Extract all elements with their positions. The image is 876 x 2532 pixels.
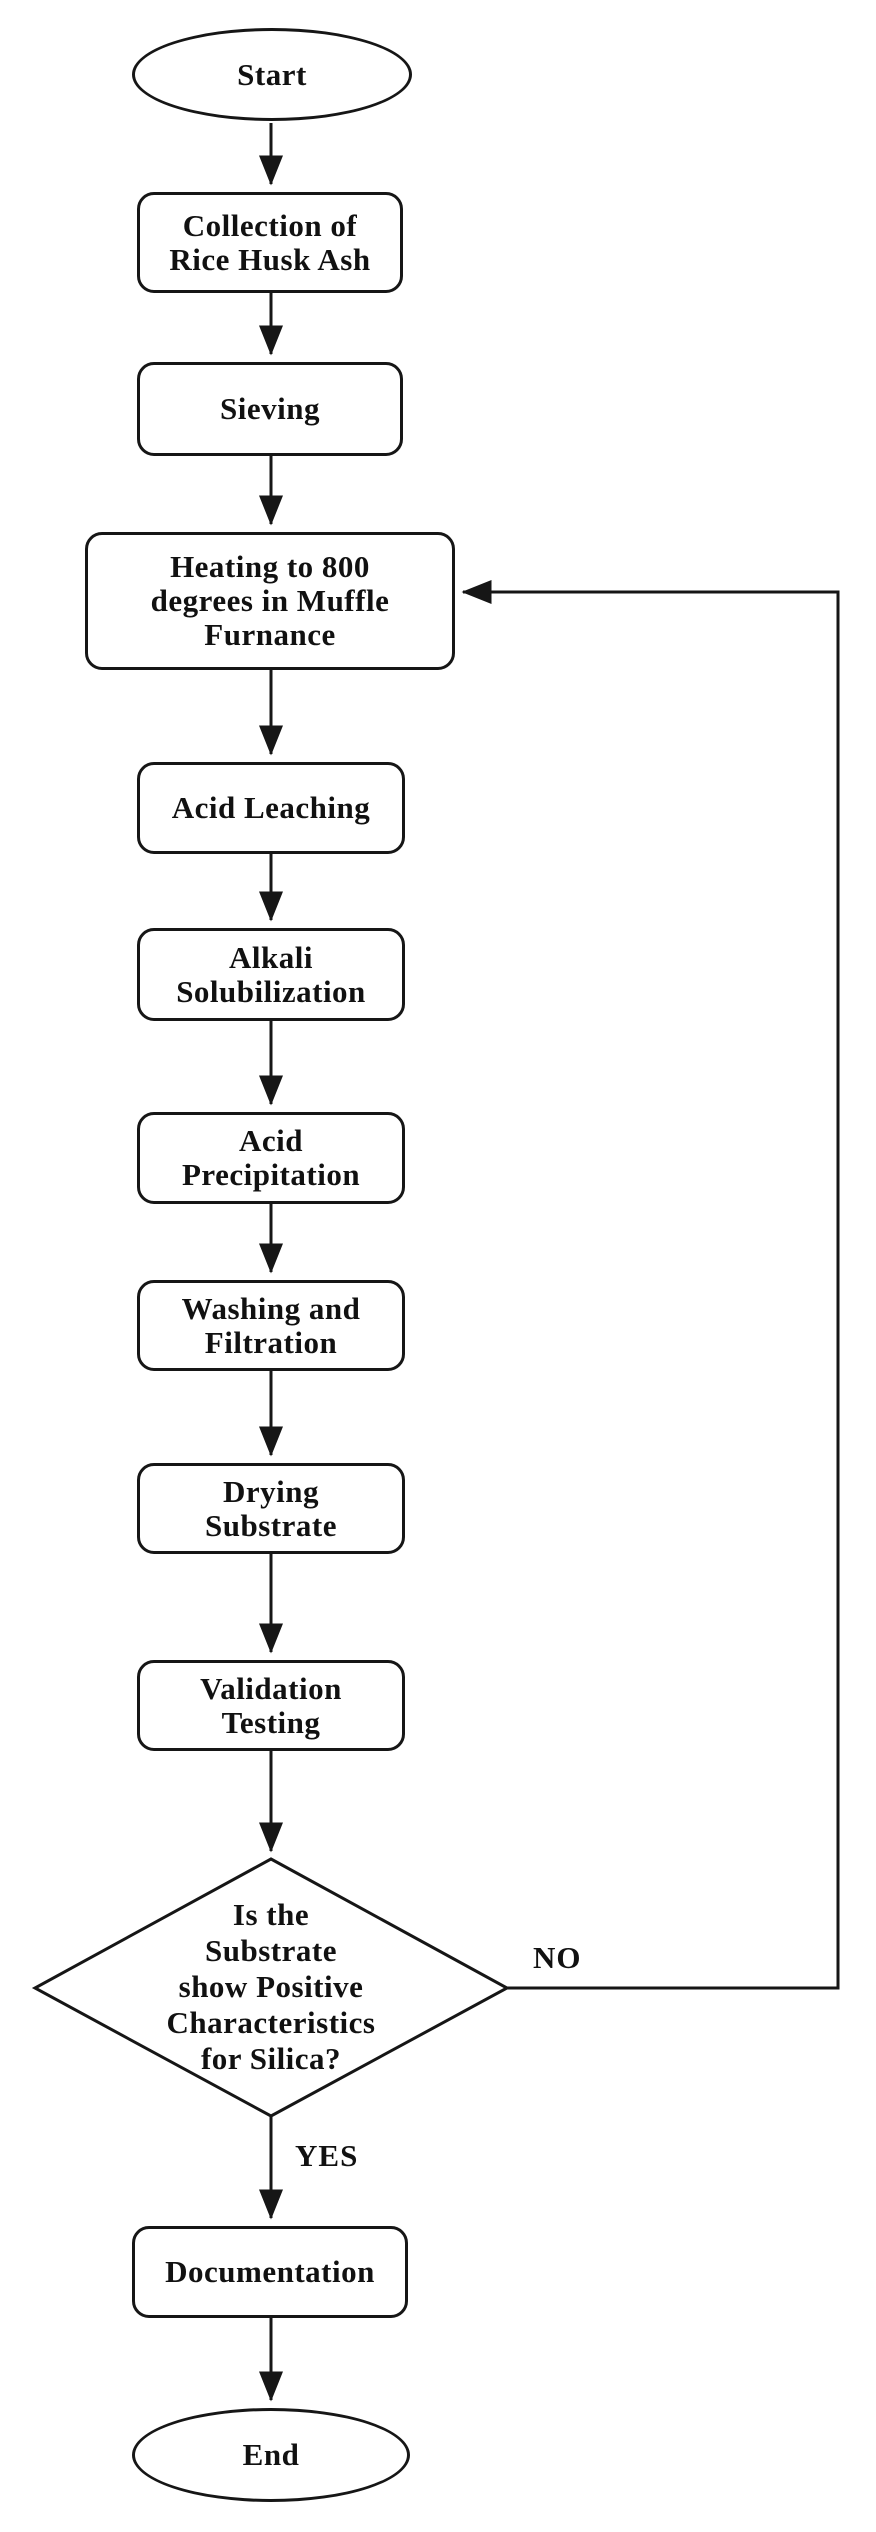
decision-label: Is the Substrate show Positive Character… (166, 1897, 376, 2076)
process-documentation: Documentation (132, 2226, 408, 2318)
end-node: End (132, 2408, 410, 2502)
process-validation-testing: Validation Testing (137, 1660, 405, 1751)
process-drying-substrate-label: Drying Substrate (205, 1473, 337, 1543)
process-heating-label: Heating to 800 degrees in Muffle Furnanc… (150, 549, 390, 652)
decision-diamond (31, 1857, 511, 2118)
edge-label-no: NO (533, 1940, 582, 1975)
process-heating: Heating to 800 degrees in Muffle Furnanc… (85, 532, 455, 670)
process-validation-testing-label: Validation Testing (200, 1670, 342, 1740)
process-acid-precipitation-label: Acid Precipitation (181, 1123, 361, 1192)
start-label: Start (237, 56, 307, 92)
start-node: Start (132, 28, 412, 121)
process-acid-precipitation: Acid Precipitation (137, 1112, 405, 1204)
arrow-no-loop-to-heating (461, 580, 840, 1990)
end-label: End (242, 2437, 300, 2472)
process-collection: Collection of Rice Husk Ash (137, 192, 403, 293)
process-washing-filtration: Washing and Filtration (137, 1280, 405, 1371)
decision-text: Is the Substrate show Positive Character… (146, 1884, 396, 2090)
process-sieving: Sieving (137, 362, 403, 456)
process-acid-leaching-label: Acid Leaching (171, 790, 371, 825)
edge-label-yes: YES (295, 2138, 359, 2173)
process-alkali-solubilization: Alkali Solubilization (137, 928, 405, 1021)
process-washing-filtration-label: Washing and Filtration (181, 1290, 361, 1360)
process-sieving-label: Sieving (220, 391, 320, 426)
process-acid-leaching: Acid Leaching (137, 762, 405, 854)
process-alkali-solubilization-label: Alkali Solubilization (176, 939, 366, 1009)
process-documentation-label: Documentation (165, 2254, 375, 2289)
process-drying-substrate: Drying Substrate (137, 1463, 405, 1554)
process-collection-label: Collection of Rice Husk Ash (169, 207, 371, 277)
